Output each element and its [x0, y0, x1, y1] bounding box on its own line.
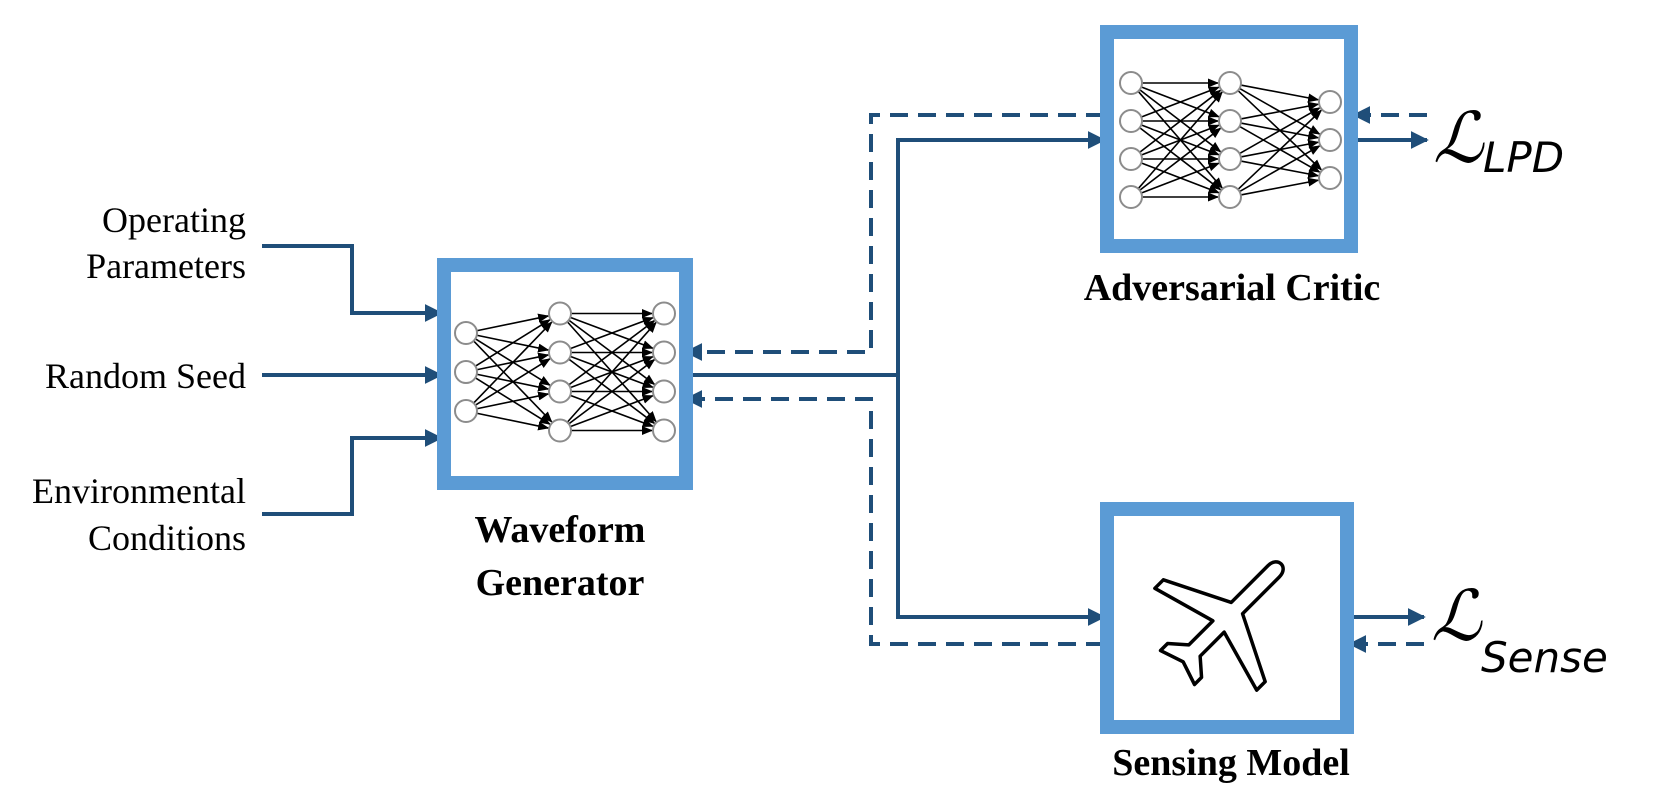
net-edge	[1237, 109, 1323, 191]
generator-to-sensing-arrow	[896, 375, 1106, 626]
generator-to-critic-arrow	[896, 131, 1106, 375]
net-node	[454, 399, 478, 423]
net-node	[548, 379, 572, 404]
waveform-generator-label-line2: Generator	[476, 562, 645, 604]
adversarial-critic-box	[1100, 25, 1358, 253]
input-arrows	[262, 244, 443, 516]
net-edge	[568, 359, 656, 425]
net-edge	[473, 321, 553, 404]
net-edge	[1139, 127, 1222, 191]
net-edge	[1140, 162, 1220, 194]
net-node	[548, 301, 572, 326]
net-node	[1119, 109, 1143, 133]
net-node	[548, 418, 572, 443]
waveform-generator-box	[437, 258, 693, 490]
net-edge	[1240, 84, 1320, 103]
net-edge	[476, 412, 550, 431]
lpd-loss-subscript: LPD	[1483, 133, 1564, 182]
sense-loss-script-l: ℒ	[1431, 575, 1483, 657]
random-seed-label: Random Seed	[45, 356, 246, 396]
net-node	[1218, 109, 1242, 133]
net-edge	[1140, 86, 1220, 118]
environmental-conditions-label-line2: Conditions	[88, 518, 246, 558]
net-node	[1318, 128, 1342, 152]
net-edge	[474, 319, 551, 367]
net-edge	[1239, 145, 1321, 193]
net-node	[1318, 90, 1342, 114]
net-edge	[566, 321, 657, 423]
net-edge	[570, 316, 654, 350]
net-edge	[474, 358, 551, 406]
net-node	[1119, 185, 1143, 209]
net-node	[1119, 71, 1143, 95]
net-node	[1318, 166, 1342, 190]
net-node	[1119, 147, 1143, 171]
gradient-paths	[684, 106, 1427, 653]
sense-loss-subscript: Sense	[1481, 633, 1608, 682]
net-edge	[568, 320, 656, 386]
net-node	[548, 340, 572, 365]
input-labels: Operating Parameters Random Seed Environ…	[32, 200, 246, 558]
net-node	[652, 340, 676, 365]
waveform-generator-neural-net-icon	[454, 301, 676, 443]
adversarial-critic-label: Adversarial Critic	[1084, 267, 1381, 309]
net-node	[454, 360, 478, 384]
waveform-generator-block: Waveform Generator	[437, 258, 693, 604]
lpd-loss: ℒ LPD	[1433, 97, 1564, 182]
net-edge	[1137, 91, 1223, 190]
lpd-loss-script-l: ℒ	[1433, 97, 1485, 179]
sensing-model-block: Sensing Model	[1100, 502, 1354, 784]
net-node	[1218, 71, 1242, 95]
environmental-conditions-arrow	[262, 429, 443, 516]
net-edge	[1239, 107, 1321, 155]
critic-gradient-to-generator-arrow	[684, 113, 1104, 361]
environmental-conditions-label-line1: Environmental	[32, 471, 246, 511]
net-edge	[570, 394, 654, 428]
net-node	[652, 301, 676, 326]
sense-loss: ℒ Sense	[1431, 575, 1608, 682]
net-edge	[476, 313, 550, 332]
forward-connections	[688, 131, 1429, 626]
net-node	[454, 321, 478, 345]
net-node	[652, 379, 676, 404]
net-edge	[476, 391, 550, 410]
airplane-icon	[1153, 560, 1285, 692]
sensing-model-label: Sensing Model	[1112, 742, 1350, 784]
adversarial-critic-neural-net-icon	[1119, 71, 1342, 209]
net-node	[1218, 147, 1242, 171]
operating-parameters-label-line1: Operating	[102, 200, 246, 240]
net-edge	[1240, 101, 1320, 120]
adversarial-critic-block: Adversarial Critic	[1084, 25, 1381, 309]
sensing-gradient-to-generator-arrow	[684, 390, 1104, 646]
net-edge	[1240, 177, 1320, 196]
operating-parameters-label-line2: Parameters	[86, 246, 246, 286]
operating-parameters-arrow	[262, 244, 443, 322]
waveform-generator-label-line1: Waveform	[475, 509, 646, 551]
net-node	[652, 418, 676, 443]
net-node	[1218, 185, 1242, 209]
net-edge	[1139, 89, 1222, 153]
